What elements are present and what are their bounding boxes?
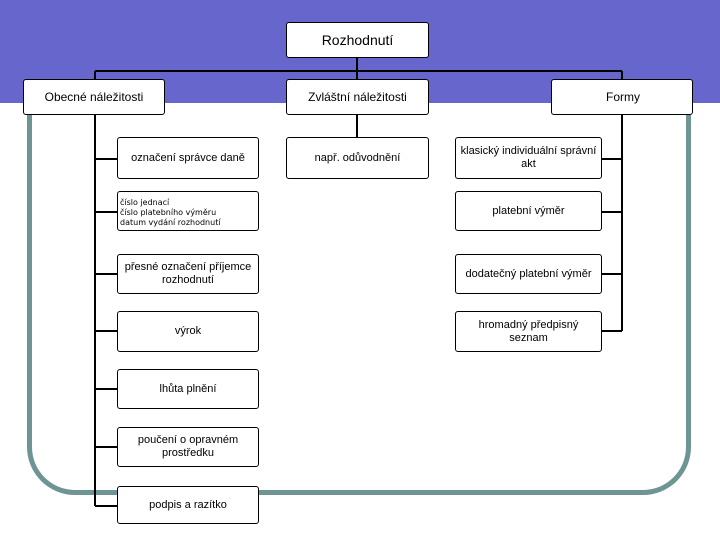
- general-item-signature: podpis a razítko: [117, 486, 259, 524]
- forms-item-additional-assessment: dodatečný platební výměr: [455, 254, 602, 294]
- forms-item-label: klasický individuální správní akt: [460, 145, 597, 170]
- general-item-label: označení správce daně: [131, 151, 245, 164]
- root-label: Rozhodnutí: [321, 31, 394, 48]
- column-header-special: Zvláštní náležitosti: [286, 79, 429, 115]
- general-item-label: poučení o opravném prostředku: [137, 434, 239, 459]
- general-item-line: číslo platebního výměru: [120, 208, 217, 217]
- column-header-forms: Formy: [551, 79, 693, 115]
- special-item-justification: např. odůvodnění: [286, 137, 429, 179]
- general-item-tax-administrator: označení správce daně: [117, 137, 259, 179]
- column-header-special-label: Zvláštní náležitosti: [308, 89, 407, 104]
- general-item-label: lhůta plnění: [159, 382, 217, 395]
- rounded-frame: [27, 96, 691, 495]
- forms-item-label: dodatečný platební výměr: [465, 267, 592, 280]
- root-node: Rozhodnutí: [286, 22, 429, 58]
- general-item-appeal-notice: poučení o opravném prostředku: [117, 427, 259, 467]
- general-item-deadline: lhůta plnění: [117, 369, 259, 409]
- special-item-label: např. odůvodnění: [314, 151, 401, 164]
- general-item-verdict: výrok: [117, 311, 259, 352]
- general-item-line: číslo jednací: [120, 198, 170, 207]
- forms-item-label: platební výměr: [492, 204, 565, 217]
- general-item-label: podpis a razítko: [149, 498, 227, 511]
- general-item-label: přesné označení příjemce rozhodnutí: [124, 261, 252, 286]
- forms-item-payment-assessment: platební výměr: [455, 191, 602, 231]
- general-item-recipient: přesné označení příjemce rozhodnutí: [117, 254, 259, 294]
- column-header-forms-label: Formy: [606, 89, 640, 104]
- general-item-line: datum vydání rozhodnutí: [120, 218, 221, 227]
- general-item-label: výrok: [174, 325, 202, 337]
- column-header-general-label: Obecné náležitosti: [44, 89, 144, 104]
- column-header-general: Obecné náležitosti: [23, 79, 165, 115]
- forms-item-label: hromadný předpisný seznam: [478, 318, 579, 344]
- forms-item-collective-list: hromadný předpisný seznam: [455, 311, 602, 352]
- general-item-reference-numbers: číslo jednací číslo platebního výměru da…: [117, 191, 259, 231]
- forms-item-individual-act: klasický individuální správní akt: [455, 137, 602, 179]
